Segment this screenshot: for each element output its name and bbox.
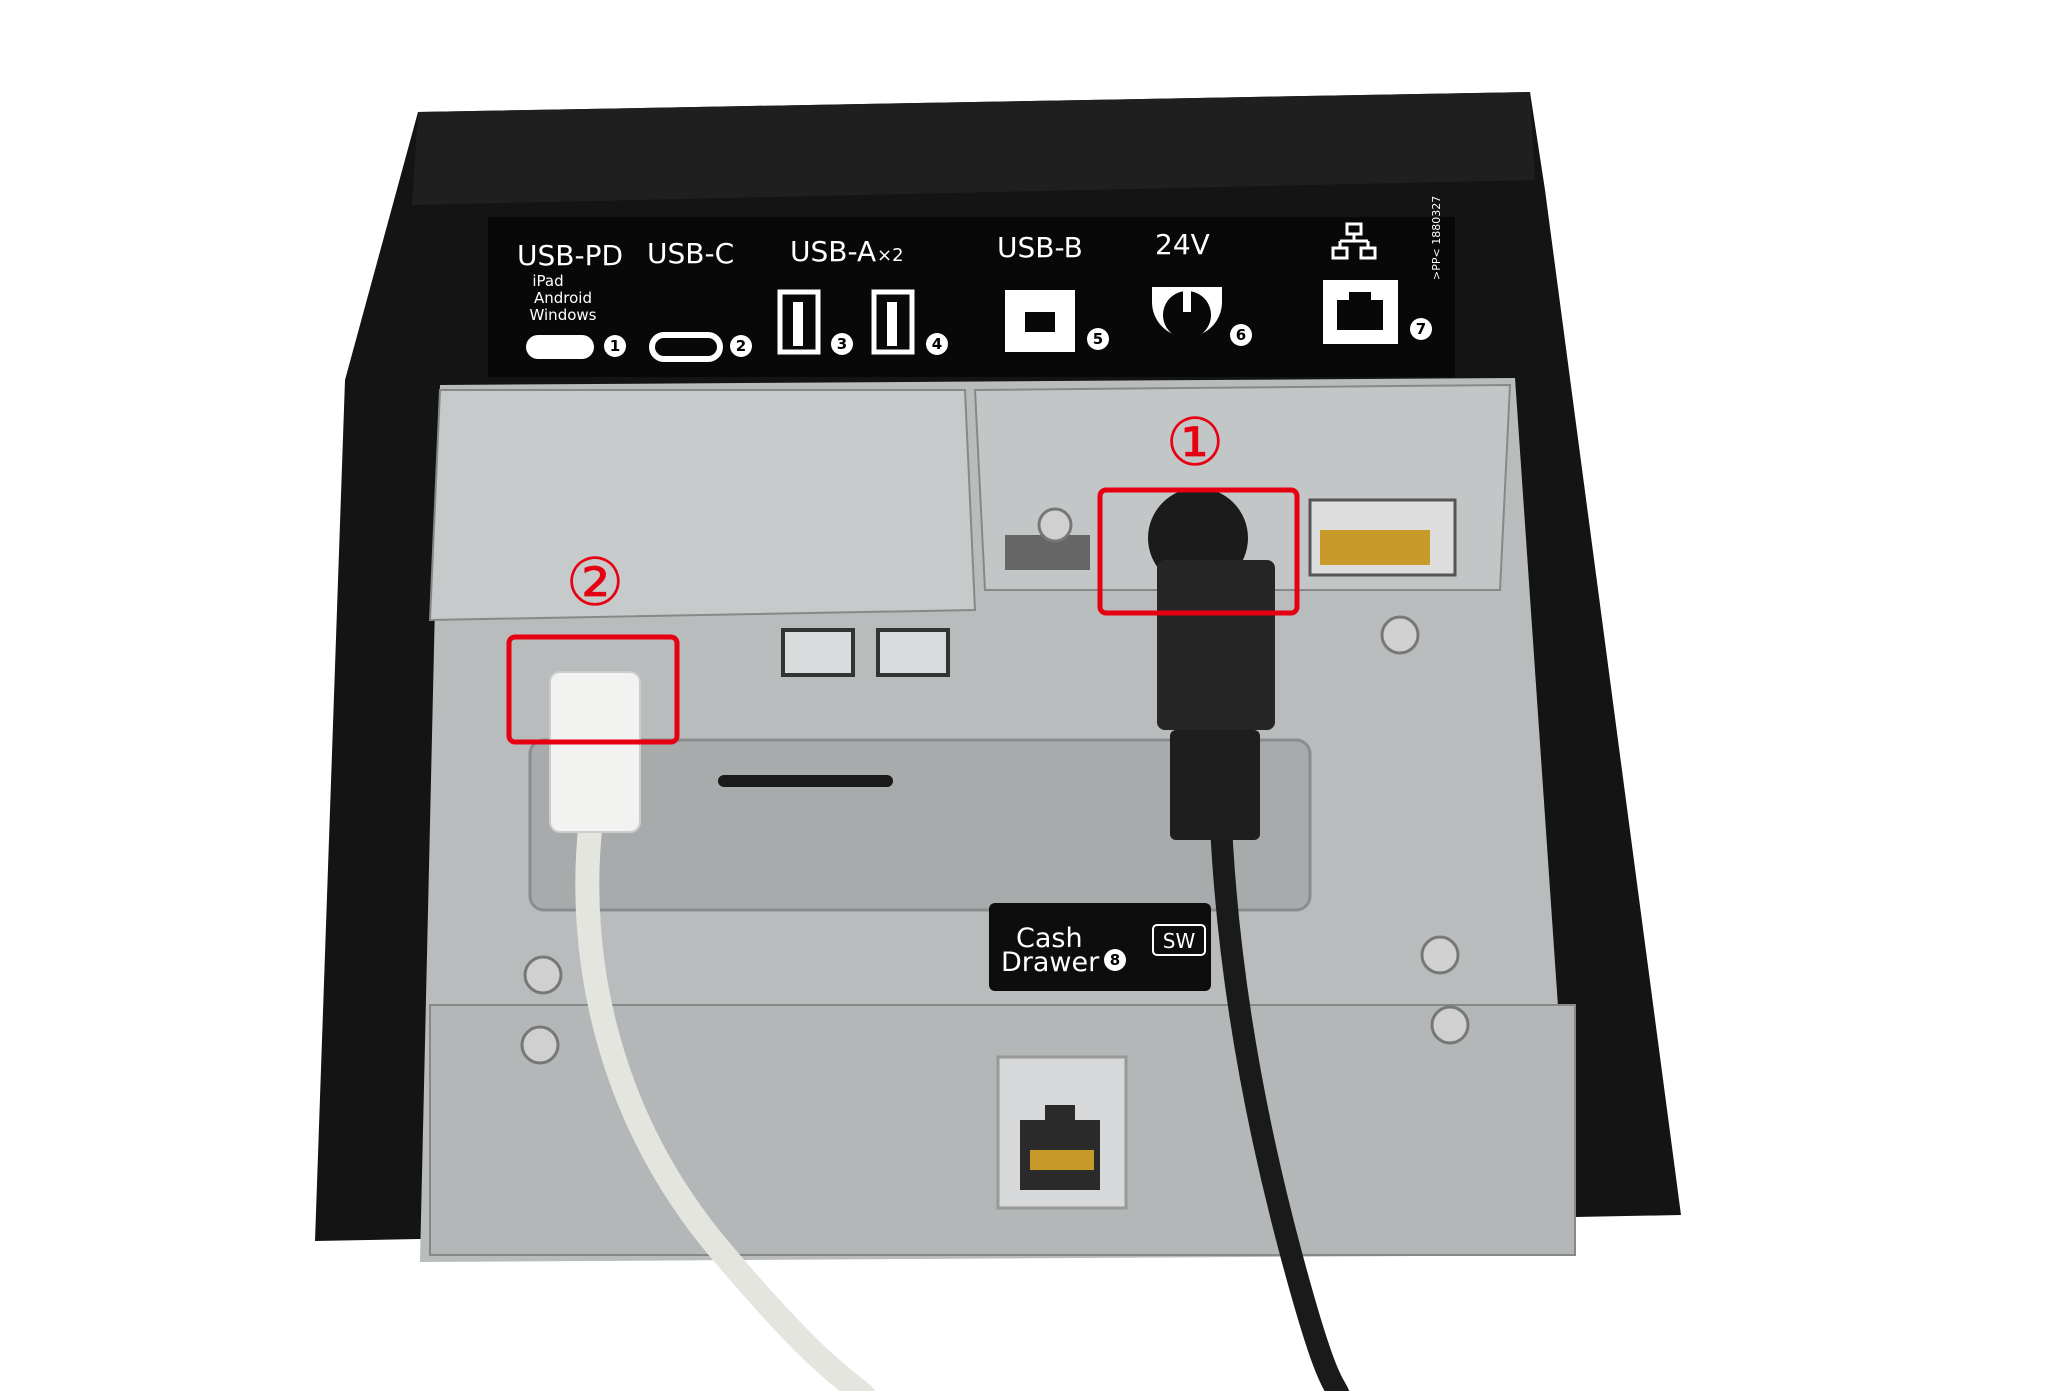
- port-label-strip: USB-PD iPad Android Windows USB-C USB-A …: [488, 196, 1455, 377]
- label-windows: Windows: [530, 306, 597, 324]
- label-ipad: iPad: [532, 272, 563, 290]
- svg-text:4: 4: [932, 335, 942, 353]
- usb-a-port: [781, 628, 855, 677]
- network-icon: [1331, 222, 1377, 260]
- label-24v: 24V: [1155, 228, 1210, 261]
- callout-box-1: [1097, 487, 1300, 616]
- slot: [718, 775, 893, 787]
- label-usb-a-count: ×2: [877, 245, 904, 266]
- callout-label-1: ①: [1165, 404, 1224, 481]
- port-number-badges: 1 2 3 4 5 6 7: [604, 318, 1432, 357]
- usb-c-port-icon: [649, 332, 723, 362]
- usb-pd-port-icon: [526, 335, 594, 359]
- upper-bracket-left: [428, 389, 977, 622]
- svg-text:5: 5: [1093, 330, 1103, 348]
- cash-drawer-label: Cash Drawer 8 SW: [989, 903, 1211, 991]
- usb-c-cable: [575, 808, 876, 1391]
- usb-c-plug: [549, 671, 641, 833]
- usb-a-port: [876, 628, 950, 677]
- usb-a-port-icon: [871, 289, 915, 355]
- label-serial: >PP< 1880327: [1430, 196, 1443, 280]
- usb-a-tongue-icon: [887, 302, 897, 346]
- callout-label-2: ②: [565, 544, 624, 621]
- svg-text:1: 1: [610, 337, 620, 355]
- svg-text:2: 2: [736, 337, 746, 355]
- label-usb-c: USB-C: [647, 237, 734, 270]
- callout-box-2: [506, 634, 680, 745]
- usb-a-port-icon: [777, 289, 821, 355]
- cash-drawer-number: 8: [1110, 951, 1120, 969]
- power-plug: [1157, 560, 1275, 730]
- cash-drawer-line2: Drawer: [1001, 947, 1100, 978]
- power-cable: [1209, 799, 1349, 1391]
- svg-text:6: 6: [1236, 326, 1246, 344]
- usb-a-tongue-icon: [793, 302, 803, 346]
- screws: [520, 507, 1470, 1065]
- device-top-edge: [412, 92, 1535, 205]
- label-usb-pd: USB-PD: [517, 239, 623, 272]
- cash-drawer-sw: SW: [1163, 929, 1196, 953]
- cash-drawer-line1: Cash: [1016, 923, 1083, 954]
- usb-b-port: [1005, 535, 1090, 570]
- svg-text:7: 7: [1416, 320, 1426, 338]
- svg-text:3: 3: [837, 335, 847, 353]
- label-android: Android: [534, 289, 592, 307]
- label-usb-b: USB-B: [997, 231, 1083, 264]
- label-usb-a: USB-A: [790, 235, 876, 268]
